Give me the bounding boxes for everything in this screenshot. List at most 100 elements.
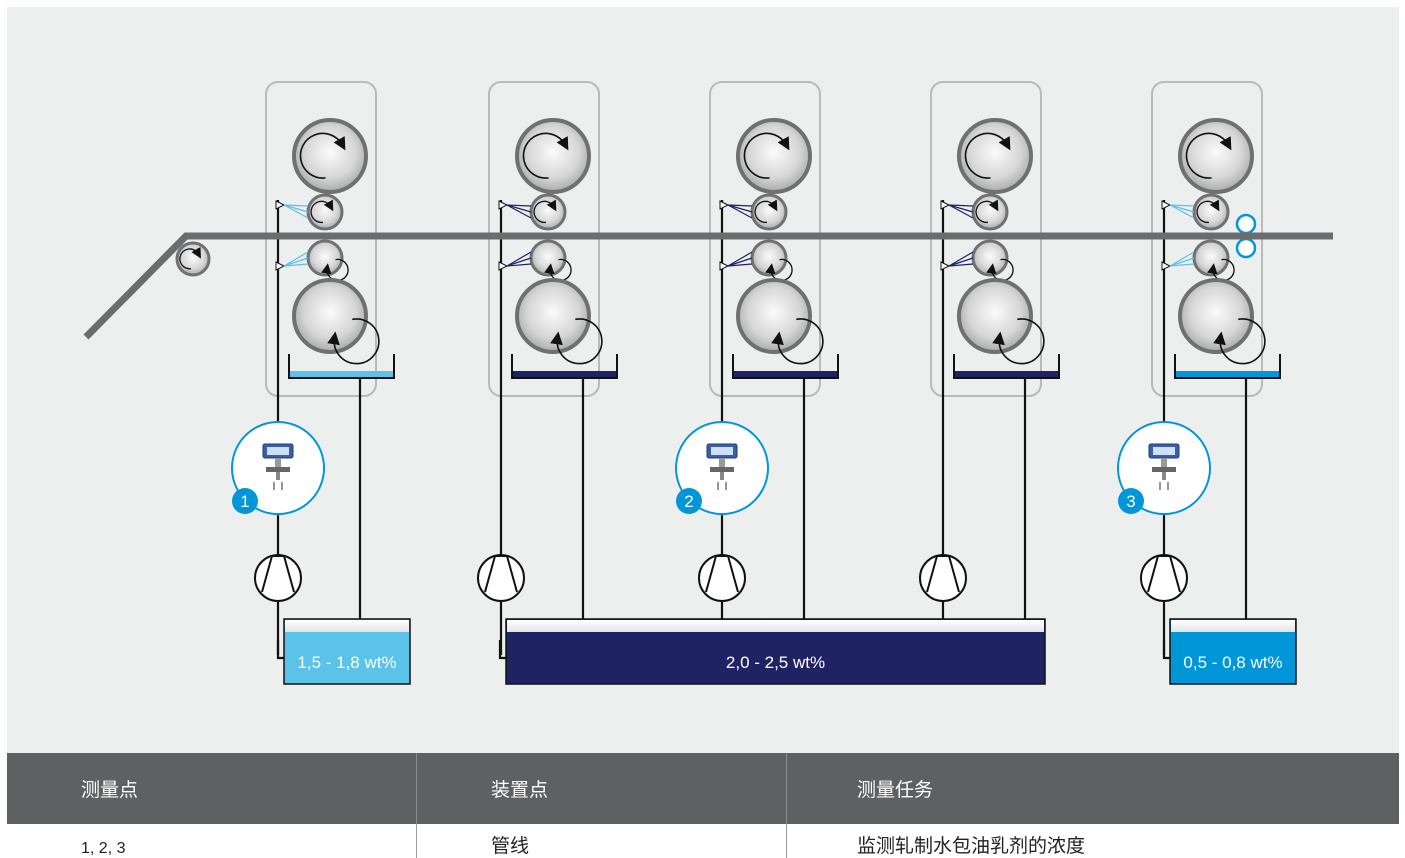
collecting-tray	[732, 354, 839, 379]
roll-rotation-arrow	[1213, 318, 1266, 365]
rolling-mill-diagram: 1,5 - 1,8 wt%2,0 - 2,5 wt%0,5 - 0,8 wt% …	[7, 7, 1399, 753]
roll-body	[1178, 118, 1254, 194]
spray-jet	[506, 204, 532, 213]
spray-jet	[283, 204, 309, 213]
spray-jet	[727, 204, 753, 207]
roll-rotation-arrow	[771, 318, 824, 365]
header-installation-point: 装置点	[416, 753, 787, 824]
measuring-roll	[1235, 213, 1257, 235]
meter-legs	[1159, 482, 1169, 490]
spray-jet	[1169, 204, 1195, 207]
spray-jet	[948, 257, 974, 267]
roll-body	[529, 239, 567, 277]
spray-jet	[283, 204, 309, 219]
top-backup-roll	[292, 118, 368, 194]
top-work-roll	[750, 193, 788, 231]
roll-body	[971, 239, 1009, 277]
header-measuring-task: 测量任务	[786, 753, 1399, 824]
emulsion-tanks: 1,5 - 1,8 wt%2,0 - 2,5 wt%0,5 - 0,8 wt%	[283, 618, 1297, 685]
mill-stand-3	[698, 81, 839, 655]
roll-rotation-arrow	[533, 199, 557, 223]
meter-stem	[276, 472, 280, 480]
roll-body	[292, 278, 368, 354]
pump-icon	[919, 554, 967, 602]
header-measuring-point: 测量点	[81, 779, 139, 801]
emulsion-pipes	[276, 640, 1170, 660]
tank-concentration-label: 0,5 - 0,8 wt%	[1183, 653, 1282, 672]
top-backup-roll	[1178, 118, 1254, 194]
cell-measuring-task: 监测轧制水包油乳剂的浓度	[786, 824, 1399, 858]
bottom-work-roll	[750, 239, 793, 282]
spray-jet	[283, 257, 309, 267]
flowmeter-icon	[706, 443, 738, 490]
bottom-work-roll	[971, 239, 1014, 282]
roll-rotation-arrow	[310, 199, 334, 223]
pump-body	[477, 554, 525, 602]
spray-nozzle	[498, 200, 509, 210]
spray-nozzle	[1161, 261, 1172, 271]
pump-body	[254, 554, 302, 602]
top-backup-roll	[736, 118, 812, 194]
mill-stand-5	[1140, 81, 1281, 655]
pump-body	[919, 554, 967, 602]
roll-body	[515, 278, 591, 354]
metal-strip	[83, 232, 1333, 340]
meter-legs	[717, 482, 727, 490]
meter-number-badge	[1118, 488, 1144, 514]
roll-body	[971, 193, 1009, 231]
meter-flange	[266, 467, 290, 472]
pump-symbol	[484, 555, 518, 593]
roll-rotation-arrow	[327, 318, 380, 365]
spray-jet	[283, 204, 309, 207]
bottom-backup-roll	[1178, 278, 1266, 365]
spray-nozzle	[1161, 200, 1172, 210]
measuring-point-1: 1	[231, 421, 325, 515]
suction-pipe	[276, 640, 284, 660]
roll-body	[1178, 278, 1254, 354]
bottom-backup-roll	[515, 278, 603, 365]
spray-jet	[948, 204, 974, 219]
spray-jet	[727, 204, 753, 213]
spray-nozzle	[275, 261, 286, 271]
spray-jet	[506, 204, 532, 219]
spray-jet	[727, 251, 753, 267]
top-backup-roll	[957, 118, 1033, 194]
suction-pipe	[498, 640, 506, 660]
spray-nozzle	[498, 261, 509, 271]
roll-body	[736, 278, 812, 354]
tank-headspace	[507, 620, 1044, 632]
mill-stand-1	[254, 81, 395, 655]
meter-neck	[719, 458, 725, 467]
cell-measuring-point: 1, 2, 3	[81, 840, 126, 857]
roll-rotation-arrow	[321, 258, 349, 282]
pump-icon	[1140, 554, 1188, 602]
table-header-row: 测量点 装置点 测量任务	[7, 753, 1399, 824]
spray-nozzle	[940, 200, 951, 210]
pump-icon	[254, 554, 302, 602]
roll-body	[306, 239, 344, 277]
mill-stands	[254, 81, 1281, 655]
meter-number-badge	[676, 488, 702, 514]
roll-body	[175, 241, 211, 277]
spray-jet	[1169, 204, 1195, 219]
spray-nozzle	[275, 200, 286, 210]
top-work-roll	[529, 193, 567, 231]
spray-nozzle	[719, 200, 730, 210]
roll-body	[750, 193, 788, 231]
emulsion-tank-3: 0,5 - 0,8 wt%	[1169, 618, 1297, 685]
spray-jet	[283, 263, 309, 267]
flowmeter-icon	[1148, 443, 1180, 490]
meter-stem	[1162, 472, 1166, 480]
tank-headspace	[1171, 620, 1295, 632]
bottom-work-roll	[306, 239, 349, 282]
suction-pipe	[1162, 640, 1170, 660]
spray-jet	[727, 257, 753, 267]
roll-rotation-arrow	[992, 318, 1045, 365]
meter-flange	[1152, 467, 1176, 472]
spray-jet	[948, 204, 974, 207]
meter-screen	[711, 447, 733, 455]
pump-icon	[477, 554, 525, 602]
roll-rotation-arrow	[743, 132, 790, 179]
pump-body	[1140, 554, 1188, 602]
